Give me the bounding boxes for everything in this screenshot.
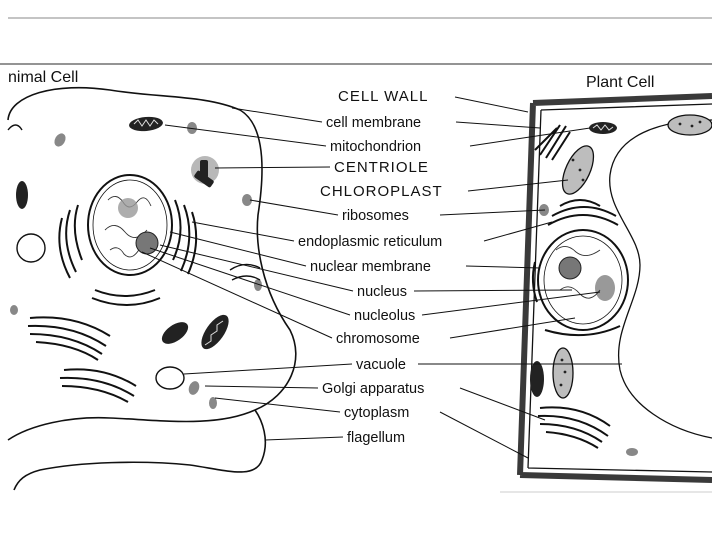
label-centriole: CENTRIOLE — [334, 159, 429, 176]
animal-membrane-fold — [8, 125, 22, 130]
label-flagellum: flagellum — [347, 430, 405, 446]
plant-nucleolus — [559, 257, 581, 279]
leader-nuclear-membrane-left — [170, 232, 306, 266]
label-cytoplasm: cytoplasm — [344, 405, 409, 421]
leader-golgi-left — [205, 386, 318, 388]
label-nucleolus: nucleolus — [354, 308, 415, 324]
leader-mitochondrion-left — [165, 125, 326, 146]
leader-ribosomes-left — [250, 200, 338, 215]
leader-chromosome-right — [450, 318, 575, 338]
label-nuclear-membrane: nuclear membrane — [310, 259, 431, 275]
leader-cytoplasm-right — [440, 412, 528, 458]
plant-cell — [520, 96, 712, 480]
animal-golgi-apparatus — [28, 317, 136, 402]
animal-nucleolus — [136, 232, 158, 254]
leader-cell-membrane-right — [456, 122, 540, 128]
labels: CELL WALL cell membrane mitochondrion CE… — [298, 88, 443, 446]
animal-er-fragment — [230, 264, 260, 280]
label-nucleus: nucleus — [357, 284, 407, 300]
animal-vacuole — [17, 234, 45, 262]
plant-cell-title: Plant Cell — [586, 74, 654, 91]
animal-cell — [8, 88, 296, 490]
label-ribosomes: ribosomes — [342, 208, 409, 224]
label-cell-membrane: cell membrane — [326, 115, 421, 131]
label-golgi-apparatus: Golgi apparatus — [322, 381, 424, 397]
label-vacuole: vacuole — [356, 357, 406, 373]
animal-cell-title: nimal Cell — [8, 69, 78, 86]
leader-vacuole-left — [184, 364, 352, 374]
animal-vacuole-small — [156, 367, 184, 389]
leader-centriole — [215, 167, 330, 168]
label-chromosome: chromosome — [336, 331, 420, 347]
leader-chloroplast — [468, 180, 568, 191]
leader-cytoplasm-left — [215, 398, 340, 412]
leader-er-right — [484, 222, 552, 241]
plant-golgi-apparatus — [538, 407, 610, 448]
centriole — [191, 156, 219, 188]
leader-flagellum — [265, 437, 343, 440]
label-chloroplast: CHLOROPLAST — [320, 183, 443, 200]
leader-cell-wall — [455, 97, 528, 112]
label-cell-wall: CELL WALL — [338, 88, 428, 105]
leader-er-left — [192, 222, 294, 241]
label-mitochondrion: mitochondrion — [330, 139, 421, 155]
label-endoplasmic-reticulum: endoplasmic reticulum — [298, 234, 442, 250]
plant-nucleus — [538, 230, 628, 330]
leader-golgi-right — [460, 388, 545, 420]
